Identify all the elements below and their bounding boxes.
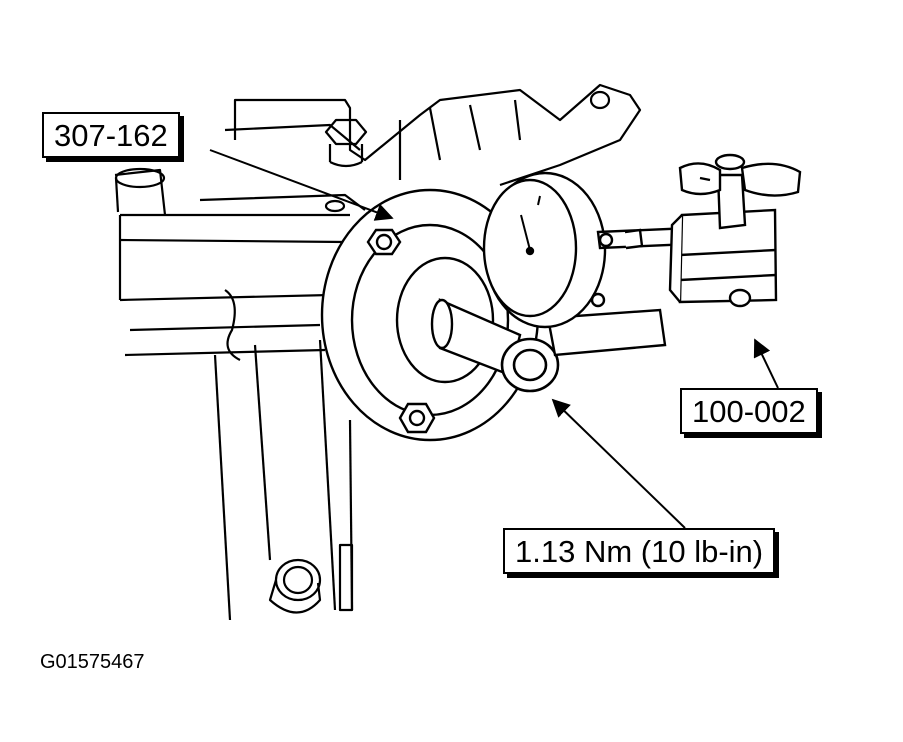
engine-housing xyxy=(114,83,642,621)
tool-1-13-nm-socket xyxy=(500,337,560,393)
leader-torque xyxy=(551,398,686,529)
leader-lines xyxy=(209,149,779,529)
figure-id: G01575467 xyxy=(40,651,145,673)
callout-100-002: 100-002 xyxy=(680,388,818,434)
leader-307-162 xyxy=(209,149,394,221)
leader-100-002 xyxy=(753,338,779,389)
dial-indicator xyxy=(482,171,694,357)
tool-100-002-magnetic-base xyxy=(668,153,802,308)
callout-torque-spec: 1.13 Nm (10 lb-in) xyxy=(503,528,776,574)
callout-307-162: 307-162 xyxy=(42,112,180,158)
